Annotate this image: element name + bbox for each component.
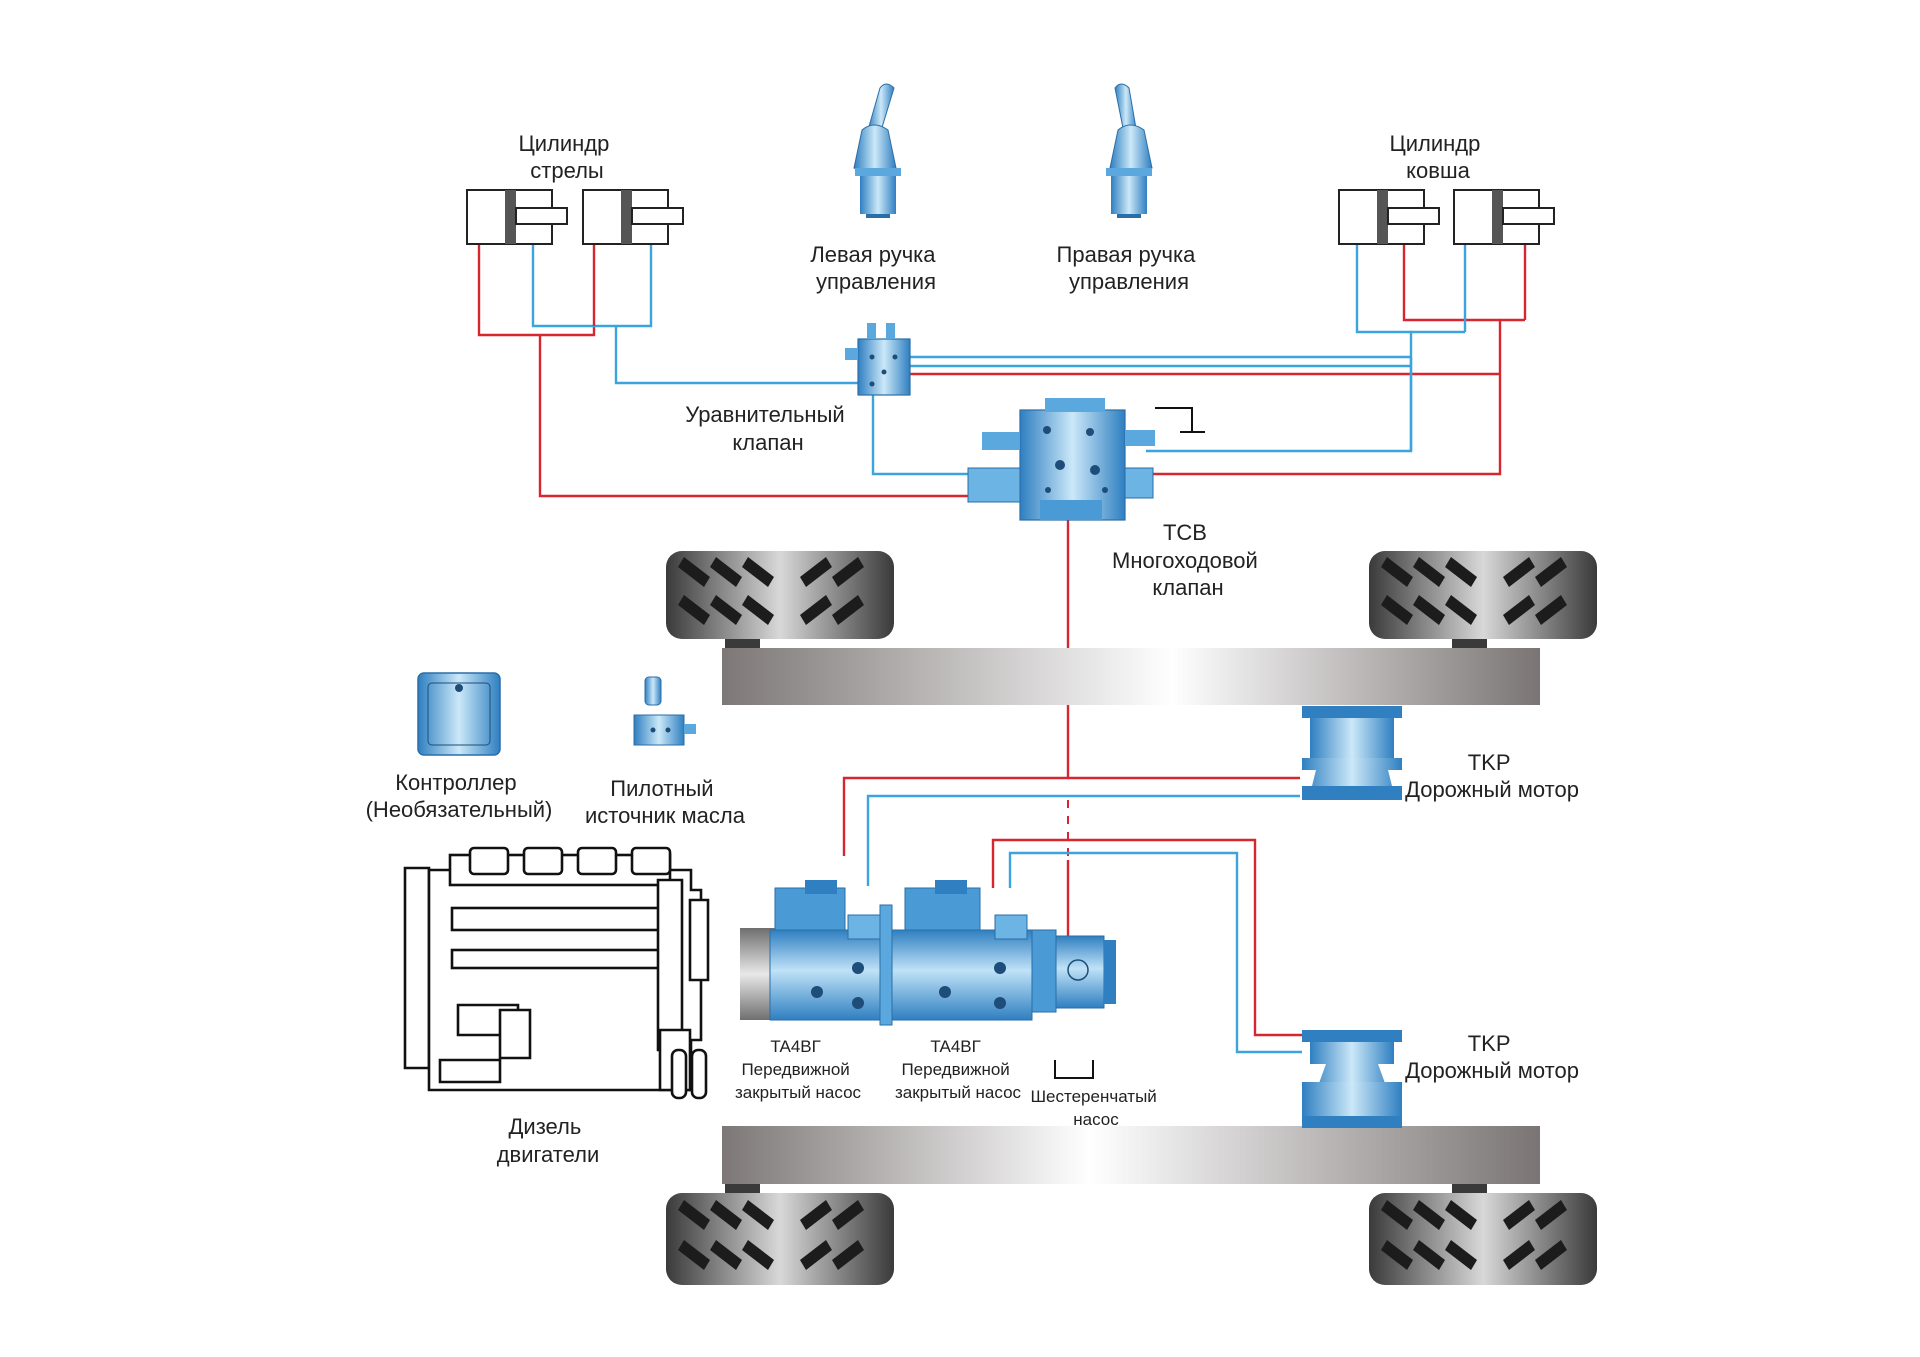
bottom-travel-motor-icon bbox=[1302, 1030, 1402, 1128]
bucket-cylinder-label: Цилиндр ковша bbox=[1389, 131, 1486, 183]
controller-icon bbox=[417, 672, 501, 756]
balance-valve-icon bbox=[845, 323, 911, 396]
pump-2-label: TA4BГ Передвижной закрытый насос bbox=[895, 1037, 1022, 1102]
top-travel-motor-icon bbox=[1302, 706, 1402, 800]
front-right-tire-icon bbox=[1369, 551, 1597, 639]
tcb-valve-label: TCB Многоходовой клапан bbox=[1112, 520, 1264, 600]
rear-axle bbox=[722, 1126, 1540, 1198]
boom-cylinder-right bbox=[582, 189, 684, 245]
rear-right-tire-icon bbox=[1369, 1193, 1597, 1285]
pump-1-label: TA4BГ Передвижной закрытый насос bbox=[735, 1037, 862, 1102]
left-joystick-label: Левая ручка управления bbox=[810, 242, 941, 294]
balance-valve-label: Уравнительный клапан bbox=[685, 402, 851, 455]
closed-pump-1-icon bbox=[769, 880, 893, 1026]
right-joystick-label: Правая ручка управления bbox=[1057, 242, 1202, 294]
front-axle bbox=[722, 633, 1540, 705]
boom-cylinder-label: Цилиндр стрелы bbox=[518, 131, 615, 183]
right-joystick-icon bbox=[1106, 83, 1153, 218]
gear-pump-label: Шестеренчатый насос bbox=[1030, 1087, 1161, 1129]
bucket-cylinder-right bbox=[1453, 189, 1555, 245]
diesel-engine-icon bbox=[403, 846, 710, 1100]
pilot-source-label: Пилотный источник масла bbox=[585, 776, 746, 828]
boom-cylinder-left bbox=[466, 189, 568, 245]
bucket-cylinder-left bbox=[1338, 189, 1440, 245]
controller-label: Контроллер (Необязательный) bbox=[366, 770, 553, 822]
left-joystick-icon bbox=[853, 83, 901, 218]
bottom-motor-label: TKP Дорожный мотор bbox=[1405, 1031, 1579, 1083]
closed-pump-2-icon bbox=[891, 880, 1057, 1021]
diesel-engine-label: Дизель двигатели bbox=[497, 1114, 600, 1167]
tcb-multiway-valve-icon bbox=[967, 398, 1205, 521]
rear-left-tire-icon bbox=[666, 1193, 894, 1285]
gear-pump-icon bbox=[1054, 935, 1116, 1079]
front-left-tire-icon bbox=[666, 551, 894, 639]
pilot-oil-source-icon bbox=[633, 676, 696, 746]
top-motor-label: TKP Дорожный мотор bbox=[1405, 750, 1579, 802]
